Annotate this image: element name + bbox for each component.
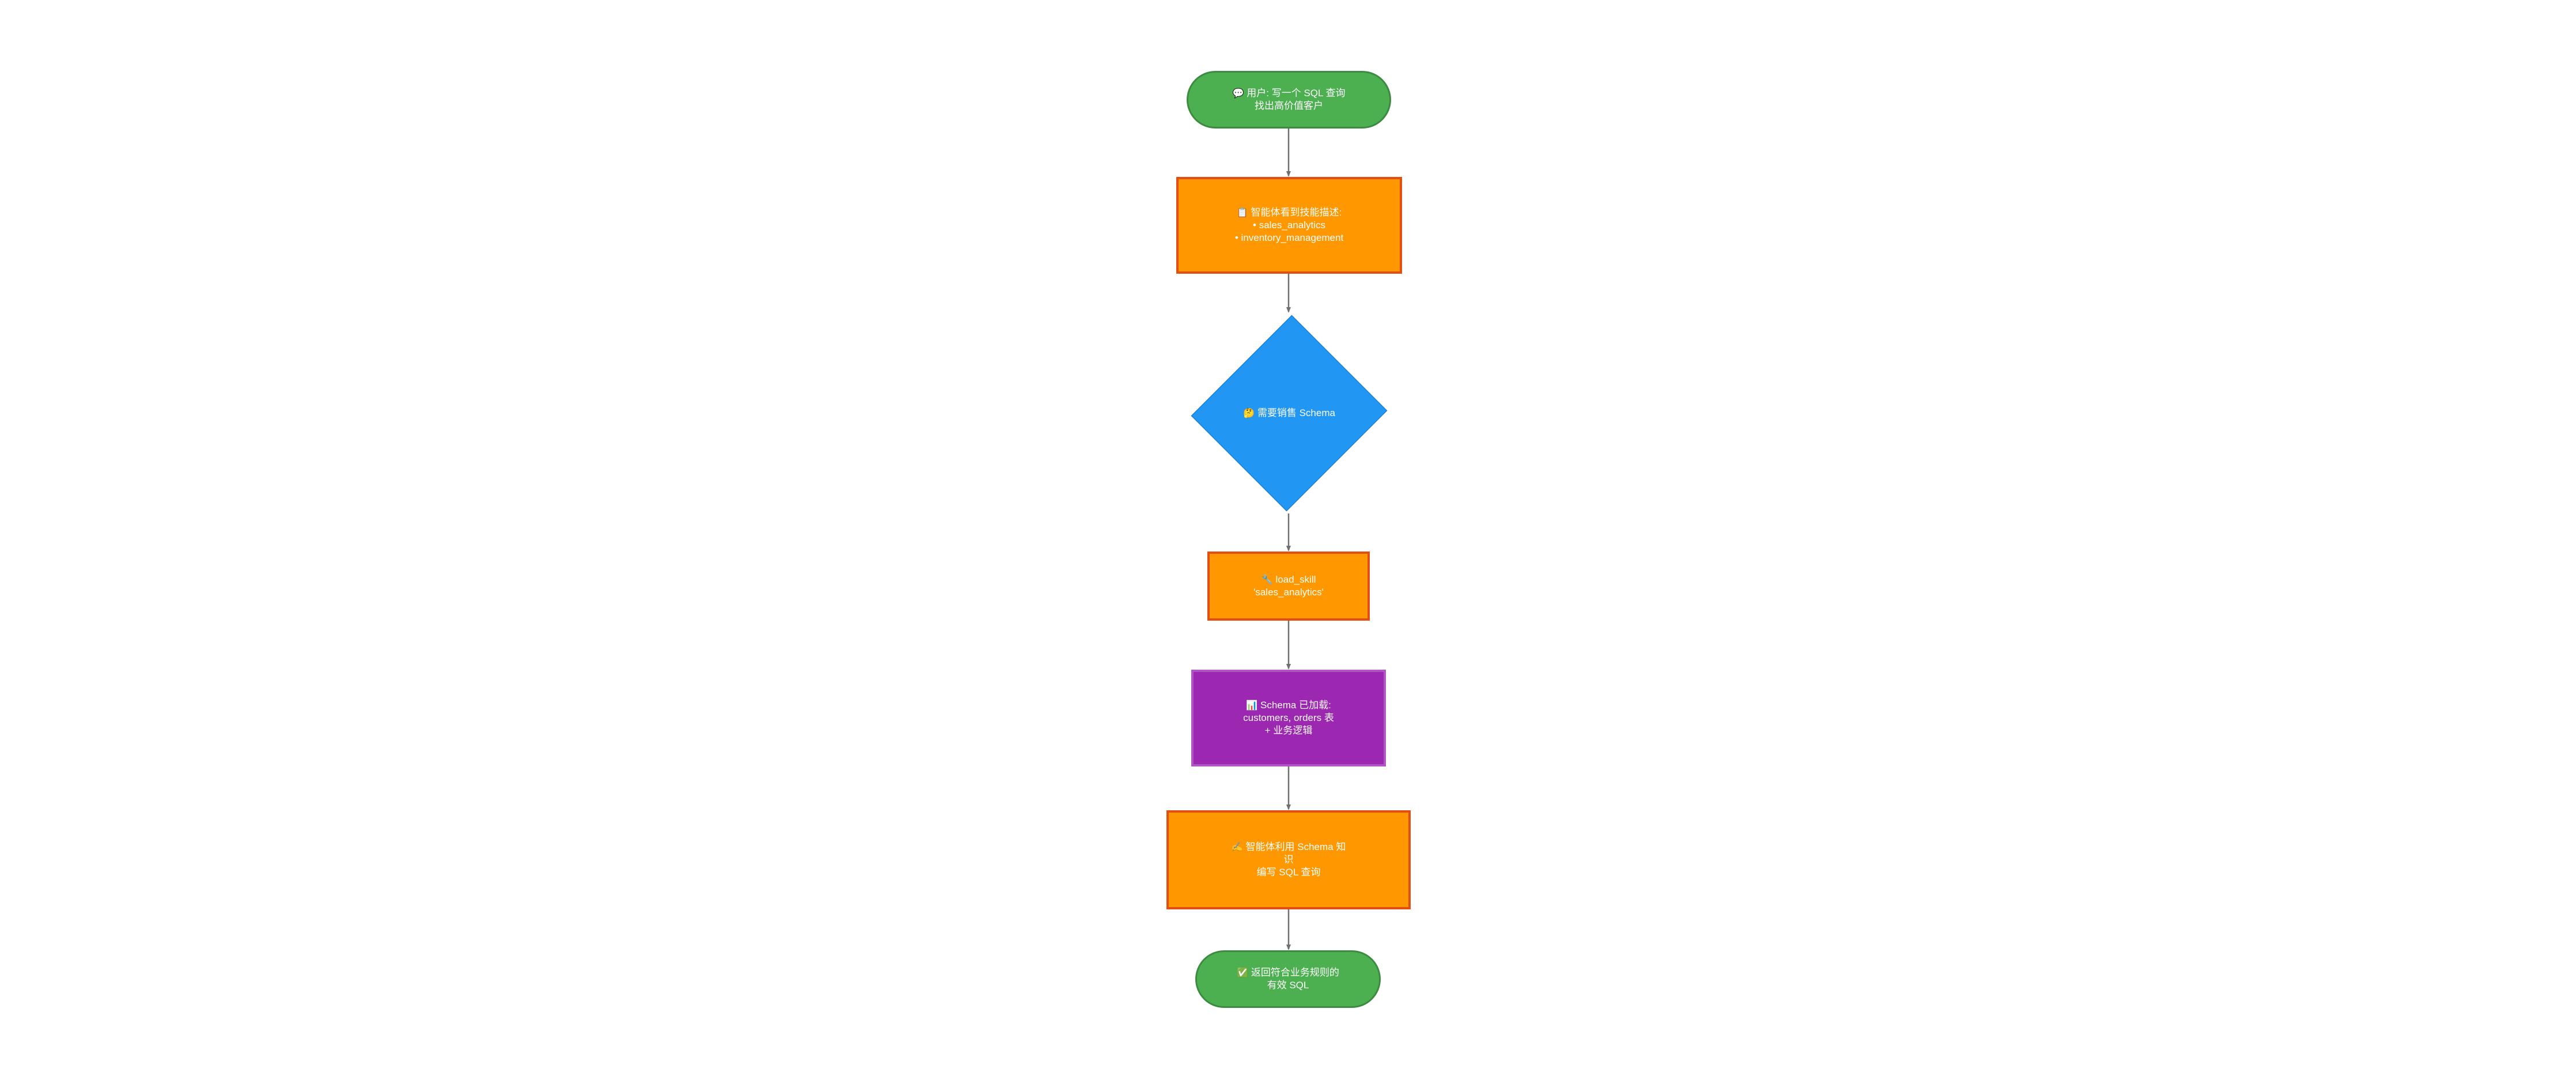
node-load-skill-text: load_skill 'sales_analytics': [1253, 573, 1324, 598]
clipboard-icon: 📋: [1236, 206, 1248, 218]
node-user-request[interactable]: 💬 用户: 写一个 SQL 查询 找出高价值客户: [1187, 71, 1391, 129]
node-schema-loaded-text: Schema 已加载: customers, orders 表 + 业务逻辑: [1243, 699, 1334, 736]
node-agent-sees-skills[interactable]: 📋 智能体看到技能描述: • sales_analytics • invento…: [1176, 177, 1402, 274]
node-agent-sees-skills-label: 📋 智能体看到技能描述: • sales_analytics • invento…: [1179, 206, 1400, 244]
check-mark-button-icon: ✅: [1237, 966, 1249, 978]
node-schema-loaded[interactable]: 📊 Schema 已加载: customers, orders 表 + 业务逻辑: [1191, 670, 1386, 766]
writing-hand-icon: ✍️: [1231, 841, 1243, 852]
node-agent-writes-sql-label: ✍️ 智能体利用 Schema 知 识 编写 SQL 查询: [1169, 841, 1408, 879]
wrench-icon: 🔧: [1261, 573, 1273, 585]
node-user-request-text: 用户: 写一个 SQL 查询 找出高价值客户: [1247, 87, 1346, 111]
node-schema-loaded-label: 📊 Schema 已加载: customers, orders 表 + 业务逻辑: [1194, 699, 1384, 737]
node-load-skill[interactable]: 🔧 load_skill 'sales_analytics': [1207, 552, 1370, 621]
speech-balloon-icon: 💬: [1232, 87, 1244, 99]
bar-chart-icon: 📊: [1246, 699, 1258, 711]
node-decision-need-schema-text: 需要销售 Schema: [1257, 407, 1335, 418]
node-return-valid-sql[interactable]: ✅ 返回符合业务规则的 有效 SQL: [1195, 950, 1381, 1008]
node-agent-writes-sql[interactable]: ✍️ 智能体利用 Schema 知 识 编写 SQL 查询: [1166, 810, 1411, 909]
node-return-valid-sql-text: 返回符合业务规则的 有效 SQL: [1251, 966, 1339, 991]
node-agent-writes-sql-text: 智能体利用 Schema 知 识 编写 SQL 查询: [1245, 841, 1346, 878]
node-user-request-label: 💬 用户: 写一个 SQL 查询 找出高价值客户: [1188, 87, 1389, 112]
thinking-face-icon: 🤔: [1243, 407, 1255, 418]
node-decision-need-schema[interactable]: 🤔 需要销售 Schema: [1191, 313, 1388, 513]
node-agent-sees-skills-text: 智能体看到技能描述: • sales_analytics • inventory…: [1234, 206, 1344, 244]
node-load-skill-label: 🔧 load_skill 'sales_analytics': [1210, 573, 1367, 599]
node-return-valid-sql-label: ✅ 返回符合业务规则的 有效 SQL: [1197, 966, 1379, 992]
node-decision-need-schema-label: 🤔 需要销售 Schema: [1194, 407, 1384, 420]
